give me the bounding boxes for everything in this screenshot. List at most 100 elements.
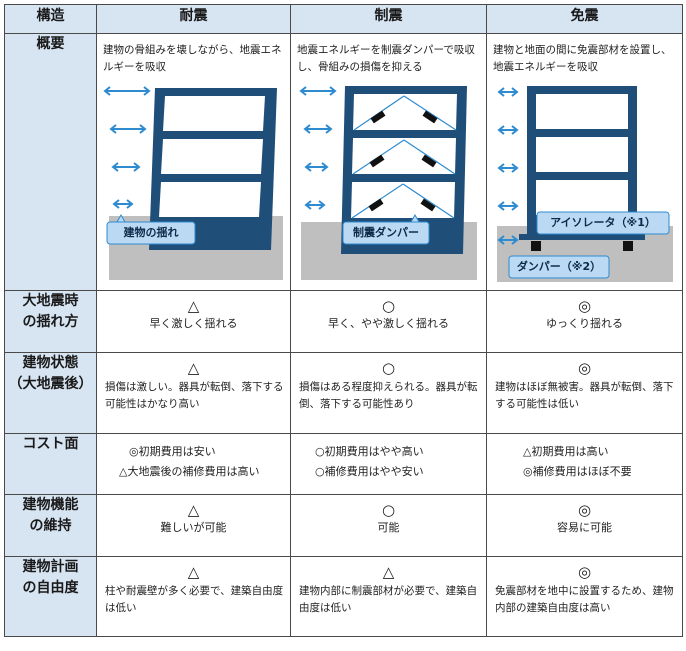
row-label-overview-text: 概要 <box>36 36 65 52</box>
shake-seishin: ○早く、やや激しく揺れる <box>290 290 487 353</box>
rating-symbol: ◎ <box>577 297 592 315</box>
label-line: （大地震後） <box>8 376 93 392</box>
seishin-diagram <box>299 86 477 280</box>
cost-menshin: △初期費用は高い ◎補修費用はほぼ不要 <box>486 433 683 495</box>
cost-line: △大地震後の補修費用は高い <box>119 465 260 478</box>
cell-text: 建物内部に制震部材が必要で、建築自由度は低い <box>299 585 478 614</box>
row-label-freedom: 建物計画の自由度 <box>4 556 97 637</box>
rating-symbol: △ <box>187 501 200 519</box>
row-function: 建物機能の維持 △ 難しいが可能 ○ 可能 ◎ 容易に可能 <box>4 494 683 557</box>
header-seishin: 制震 <box>290 4 487 34</box>
cost-line: ◎補修費用はほぼ不要 <box>523 465 632 478</box>
cell-text: 損傷はある程度抑えられる。器具が転倒、落下する可能性あり <box>299 381 478 410</box>
row-label-shake: 大地震時の揺れ方 <box>4 290 97 353</box>
row-label-state: 建物状態（大地震後） <box>4 352 97 434</box>
callout-isolator: アイソレータ（※1） <box>550 216 656 229</box>
function-menshin: ◎ 容易に可能 <box>486 494 683 557</box>
floor-opening <box>351 182 455 218</box>
overview-desc-seishin: 地震エネルギーを制震ダンパーで吸収し、骨組みの損傷を抑える <box>297 44 475 73</box>
floor-opening <box>163 96 265 131</box>
rating-symbol: △ <box>187 359 200 377</box>
menshin-diagram <box>497 86 673 282</box>
callout-pointer <box>410 213 420 223</box>
rating-symbol: ○ <box>381 501 396 519</box>
base-slab <box>519 234 645 240</box>
overview-desc-taishin: 建物の骨組みを壊しながら、地震エネルギーを吸収 <box>103 44 282 73</box>
label-line: コスト面 <box>22 436 79 452</box>
row-label-cost: コスト面 <box>4 433 97 495</box>
cell-text: 早く激しく揺れる <box>149 317 238 330</box>
damper-blocks <box>368 110 438 212</box>
rating-symbol: △ <box>382 563 395 581</box>
row-label-overview: 概要 <box>4 33 97 291</box>
callout-box <box>536 211 670 235</box>
comparison-table: 構造 耐震 制震 免震 概要 建物の骨組みを壊 <box>4 4 683 637</box>
floor-opening <box>353 94 457 130</box>
cost-line: ◎初期費用は安い <box>129 445 216 458</box>
cost-line: ○初期費用はやや高い <box>315 445 424 458</box>
label-line: 建物計画 <box>22 559 79 575</box>
label-line: の揺れ方 <box>22 314 79 330</box>
label-line: の自由度 <box>22 580 79 596</box>
callout-pointer <box>116 213 126 223</box>
callout-box <box>342 221 430 245</box>
header-row: 構造 耐震 制震 免震 <box>4 4 683 34</box>
freedom-menshin: ◎ 免震部材を地中に設置するため、建物内部の建築自由度は高い <box>486 556 683 637</box>
overview-desc-menshin: 建物と地面の間に免震部材を設置し、地震エネルギーを吸収 <box>493 44 672 73</box>
floor-opening <box>536 180 628 215</box>
row-overview: 概要 建物の骨組みを壊しながら、地震エネルギーを吸収 建物の揺れ <box>4 33 683 291</box>
cost-line: ○補修費用はやや安い <box>315 465 424 478</box>
rating-symbol: ○ <box>381 359 396 377</box>
cell-text: 可能 <box>377 521 400 534</box>
row-label-function: 建物機能の維持 <box>4 494 97 557</box>
label-line: の維持 <box>29 518 72 534</box>
rating-symbol: △ <box>187 563 200 581</box>
label-line: 建物機能 <box>22 497 79 513</box>
header-menshin: 免震 <box>486 4 683 34</box>
cell-text: 建物はほぼ無被害。器具が転倒、落下する可能性は低い <box>495 381 674 410</box>
callout-damper2: ダンパー（※2） <box>516 260 602 273</box>
callout-box <box>508 255 610 279</box>
header-structure: 構造 <box>4 4 97 34</box>
row-shake: 大地震時の揺れ方 △早く激しく揺れる ○早く、やや激しく揺れる ◎ ゆっくり揺れる <box>4 290 683 353</box>
rating-symbol: ◎ <box>577 563 592 581</box>
cell-text: ゆっくり揺れる <box>546 317 623 330</box>
rating-symbol: ◎ <box>577 501 592 519</box>
state-taishin: △ 損傷は激しい。器具が転倒、落下する可能性はかなり高い <box>96 352 291 434</box>
cell-text: 損傷は激しい。器具が転倒、落下する可能性はかなり高い <box>105 381 284 410</box>
floor-opening <box>536 94 628 129</box>
floor-opening <box>161 139 263 174</box>
cost-seishin: ○初期費用はやや高い ○補修費用はやや安い <box>290 433 487 495</box>
callout-damper: 制震ダンパー <box>353 226 419 239</box>
cell-text: 柱や耐震壁が多く必要で、建築自由度は低い <box>105 585 284 614</box>
shake-taishin: △早く激しく揺れる <box>96 290 291 353</box>
function-seishin: ○ 可能 <box>290 494 487 557</box>
isolators <box>531 241 633 251</box>
row-freedom: 建物計画の自由度 △ 柱や耐震壁が多く必要で、建築自由度は低い △ 建物内部に制震部… <box>4 556 683 637</box>
shake-arrows <box>497 87 519 245</box>
callout-box <box>106 221 196 245</box>
shake-arrows <box>299 86 337 210</box>
cell-text: 容易に可能 <box>557 521 612 534</box>
overview-taishin: 建物の骨組みを壊しながら、地震エネルギーを吸収 建物の揺れ <box>96 33 291 291</box>
header-taishin: 耐震 <box>96 4 291 34</box>
cost-line: △初期費用は高い <box>523 445 609 458</box>
taishin-diagram <box>103 86 283 280</box>
row-cost: コスト面 ◎初期費用は安い △大地震後の補修費用は高い ○初期費用はやや高い ○補修… <box>4 433 683 495</box>
cell-text: 免震部材を地中に設置するため、建物内部の建築自由度は高い <box>495 585 674 614</box>
rating-symbol: ◎ <box>577 359 592 377</box>
state-menshin: ◎ 建物はほぼ無被害。器具が転倒、落下する可能性は低い <box>486 352 683 434</box>
function-taishin: △ 難しいが可能 <box>96 494 291 557</box>
overview-seishin: 地震エネルギーを制震ダンパーで吸収し、骨組みの損傷を抑える 制震ダンパー <box>290 33 487 291</box>
cell-text: 難しいが可能 <box>160 521 227 534</box>
floor-opening <box>536 137 628 172</box>
row-state: 建物状態（大地震後） △ 損傷は激しい。器具が転倒、落下する可能性はかなり高い ○… <box>4 352 683 434</box>
callout-shake: 建物の揺れ <box>123 226 179 239</box>
label-line: 大地震時 <box>22 293 79 309</box>
rating-symbol: ○ <box>381 297 396 315</box>
freedom-taishin: △ 柱や耐震壁が多く必要で、建築自由度は低い <box>96 556 291 637</box>
freedom-seishin: △ 建物内部に制震部材が必要で、建築自由度は低い <box>290 556 487 637</box>
shake-arrows <box>103 86 151 209</box>
state-seishin: ○ 損傷はある程度抑えられる。器具が転倒、落下する可能性あり <box>290 352 487 434</box>
floor-opening <box>352 138 456 174</box>
